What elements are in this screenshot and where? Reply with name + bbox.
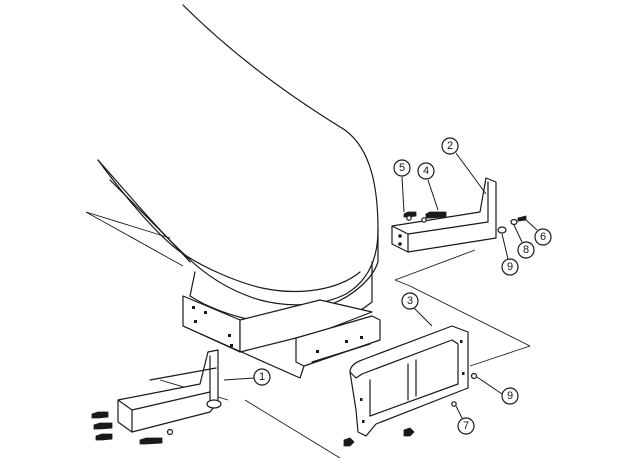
callout-2-label: 2 [447,140,453,152]
callout-1-label: 1 [259,371,265,383]
callout-8: 8 [513,224,535,259]
engine-mounting-block [182,295,381,379]
callout-5: 5 [393,159,411,213]
callout-3: 3 [401,292,433,327]
callout-2: 2 [441,137,487,195]
callout-7: 7 [455,405,475,435]
right-bracket-hardware [403,211,527,234]
right-bracket-part-2 [391,177,497,253]
callout-9-upper: 9 [501,233,519,276]
callout-7-label: 7 [463,420,469,432]
tray-cover-part-3 [343,325,478,447]
callout-4-label: 4 [423,165,429,177]
left-bracket-bolts [91,411,174,445]
transom-plate [85,211,531,459]
callout-3-label: 3 [407,295,413,307]
callout-1: 1 [223,368,271,386]
left-bracket-part-1 [117,349,222,433]
callout-6: 6 [525,219,552,246]
callout-9-upper-label: 9 [507,261,513,273]
engine-cowling [97,4,379,327]
callout-5-label: 5 [399,162,405,174]
callout-9-lower: 9 [476,376,519,405]
callout-8-label: 8 [523,244,529,256]
callout-9-lower-label: 9 [507,390,513,402]
callout-6-label: 6 [540,231,546,243]
callout-4: 4 [417,162,439,211]
